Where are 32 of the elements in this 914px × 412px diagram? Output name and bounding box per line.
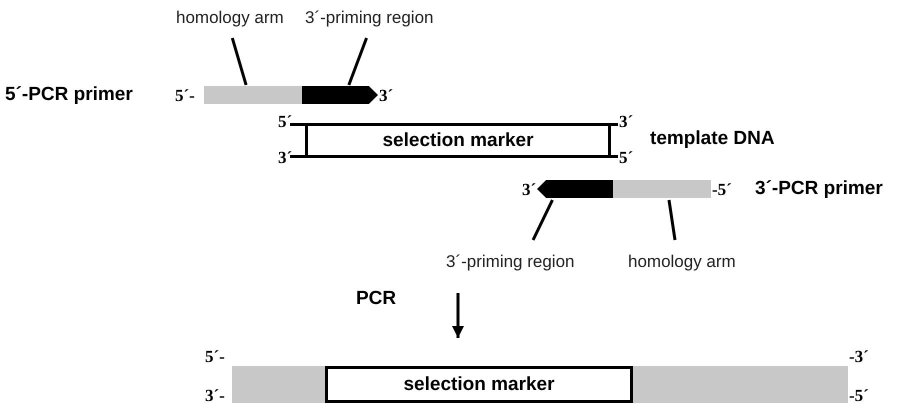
region-label: homology arm bbox=[176, 8, 284, 28]
primer-label: 3´-PCR primer bbox=[755, 178, 883, 200]
edge-label: PCR bbox=[356, 288, 396, 310]
homology-arm-bar bbox=[204, 86, 302, 104]
leader-line bbox=[347, 37, 368, 86]
priming-region-segment bbox=[302, 86, 378, 104]
arrow bbox=[452, 293, 464, 338]
primer-label: 5´-PCR primer bbox=[5, 84, 133, 106]
region-label: homology arm bbox=[628, 252, 736, 272]
strand-end-label: -3´ bbox=[849, 347, 869, 367]
priming-region-segment bbox=[537, 180, 613, 198]
strand-end-label: 3´- bbox=[205, 386, 225, 406]
leader-line bbox=[230, 38, 248, 86]
region-label: 3´-priming region bbox=[446, 252, 574, 272]
leader-line bbox=[668, 200, 676, 240]
strand-end-label: 5´- bbox=[175, 86, 195, 106]
homology-arm-bar bbox=[613, 180, 711, 198]
region-label: 3´-priming region bbox=[305, 8, 434, 28]
strand-end-label: -5´ bbox=[712, 180, 732, 200]
strand-end-label: 3´ bbox=[278, 148, 292, 168]
homology-arm-bar bbox=[232, 366, 325, 403]
strand-end-label: 3´ bbox=[379, 86, 394, 106]
leader-line bbox=[532, 199, 554, 241]
selection-marker-box: selection marker bbox=[325, 366, 633, 403]
strand-end-label: 5´ bbox=[278, 112, 292, 132]
homology-arm-bar bbox=[633, 366, 848, 403]
strand-end-label: 5´ bbox=[619, 148, 634, 168]
template-label: template DNA bbox=[650, 128, 775, 150]
strand-end-label: 5´- bbox=[205, 347, 225, 367]
strand-end-label: 3´ bbox=[619, 112, 634, 132]
strand-end-label: 3´ bbox=[522, 180, 536, 200]
strand-end-label: -5´ bbox=[849, 386, 869, 406]
